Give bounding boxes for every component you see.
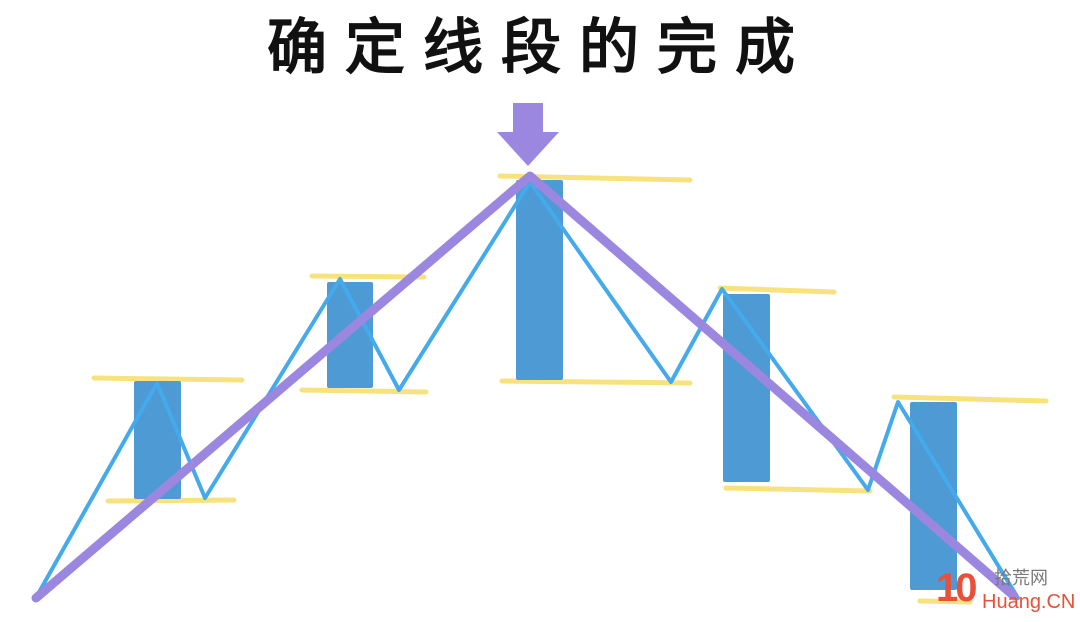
range-line-4-top xyxy=(717,285,837,295)
range-line-1-top xyxy=(91,375,245,383)
range-line-5-bottom xyxy=(917,598,973,605)
range-bars xyxy=(134,180,957,590)
price-zigzag-line xyxy=(36,180,1020,600)
range-line-4-bottom xyxy=(723,485,873,494)
segment-line xyxy=(31,171,1019,603)
watermark-number: 10 xyxy=(936,566,977,610)
range-line-5-top xyxy=(891,394,1049,404)
watermark-site-cn: 拾荒网 xyxy=(994,568,1048,589)
range-line-3-bottom xyxy=(499,378,693,386)
diagram-title: 确定线段的完成 xyxy=(267,13,813,83)
down-arrow-icon xyxy=(497,103,559,166)
range-lines xyxy=(91,173,1049,605)
range-line-2-bottom xyxy=(299,387,429,395)
watermark-site-en: Huang.CN xyxy=(982,591,1076,613)
range-line-1-bottom xyxy=(105,497,237,504)
range-bar-5 xyxy=(910,402,957,590)
watermark-logo: 10 拾荒网 Huang.CN xyxy=(936,568,1076,618)
range-bar-3 xyxy=(516,180,563,380)
